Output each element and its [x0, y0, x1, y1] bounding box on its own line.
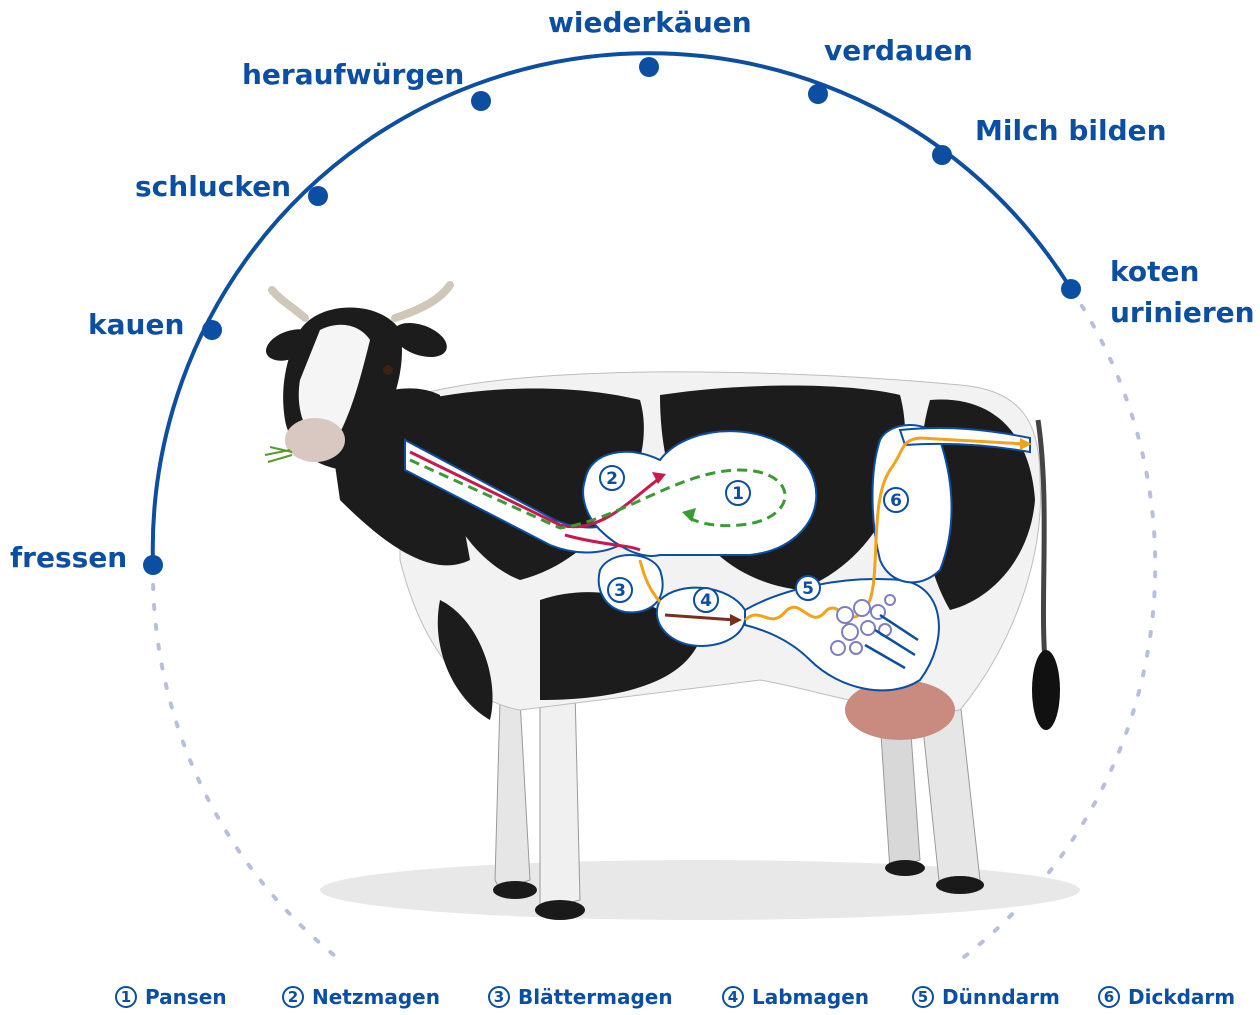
organ-number-1: 1	[726, 481, 750, 505]
legend-number: 2	[282, 986, 304, 1008]
cow-muzzle	[285, 418, 345, 462]
svg-text:2: 2	[606, 469, 618, 489]
label-wiederkaeuen: wiederkäuen	[548, 8, 752, 39]
label-fressen: fressen	[10, 543, 127, 574]
svg-text:5: 5	[802, 579, 814, 599]
cow-leg-front-right	[540, 690, 580, 910]
cow-leg-back-left	[880, 720, 920, 870]
dot-koten-urinieren	[1061, 279, 1081, 299]
cow-hoof-4	[936, 876, 984, 894]
label-kauen: kauen	[88, 310, 184, 341]
legend-item-labmagen: 4 Labmagen	[722, 985, 869, 1009]
label-heraufwuergen: heraufwürgen	[242, 60, 464, 91]
dot-milch-bilden	[932, 145, 952, 165]
cow-leg-front-left	[495, 700, 530, 890]
dot-heraufwuergen	[471, 91, 491, 111]
legend-item-blaettermagen: 3 Blättermagen	[488, 985, 673, 1009]
cow-hoof-1	[493, 881, 537, 899]
legend-label: Dickdarm	[1128, 985, 1235, 1009]
cow-hoof-2	[535, 900, 585, 920]
organ-number-3: 3	[608, 578, 632, 602]
svg-text:6: 6	[890, 491, 902, 511]
svg-text:3: 3	[614, 581, 626, 601]
organ-number-4: 4	[694, 588, 718, 612]
svg-text:1: 1	[732, 484, 744, 504]
legend-item-pansen: 1 Pansen	[115, 985, 227, 1009]
label-verdauen: verdauen	[824, 36, 973, 67]
cycle-arc-dotted-left	[153, 565, 340, 960]
legend-number: 6	[1098, 986, 1120, 1008]
dot-kauen	[202, 320, 222, 340]
legend-item-netzmagen: 2 Netzmagen	[282, 985, 440, 1009]
svg-text:4: 4	[700, 591, 712, 611]
legend-item-duenndarm: 5 Dünndarm	[912, 985, 1060, 1009]
organ-number-5: 5	[796, 576, 820, 600]
legend-label: Netzmagen	[312, 985, 440, 1009]
organ-number-6: 6	[884, 488, 908, 512]
dot-wiederkaeuen	[639, 57, 659, 77]
legend-label: Pansen	[145, 985, 227, 1009]
cow-horn-right	[395, 285, 450, 318]
label-koten: koten	[1110, 257, 1199, 288]
legend-number: 1	[115, 986, 137, 1008]
dot-fressen	[143, 555, 163, 575]
cow-eye	[383, 365, 393, 375]
cow-horn-left	[272, 290, 305, 318]
label-schlucken: schlucken	[135, 172, 291, 203]
organ-number-2: 2	[600, 466, 624, 490]
label-urinieren: urinieren	[1110, 298, 1255, 329]
legend-number: 3	[488, 986, 510, 1008]
legend-label: Labmagen	[752, 985, 869, 1009]
organ-legend: 1 Pansen 2 Netzmagen 3 Blättermagen 4 La…	[0, 985, 1260, 1015]
legend-number: 5	[912, 986, 934, 1008]
legend-label: Dünndarm	[942, 985, 1060, 1009]
cow-hoof-3	[885, 860, 925, 876]
legend-label: Blättermagen	[518, 985, 673, 1009]
legend-item-dickdarm: 6 Dickdarm	[1098, 985, 1235, 1009]
dot-schlucken	[308, 186, 328, 206]
legend-number: 4	[722, 986, 744, 1008]
cow-tail-tuft	[1032, 650, 1060, 730]
label-milch-bilden: Milch bilden	[975, 116, 1167, 147]
dot-verdauen	[808, 84, 828, 104]
